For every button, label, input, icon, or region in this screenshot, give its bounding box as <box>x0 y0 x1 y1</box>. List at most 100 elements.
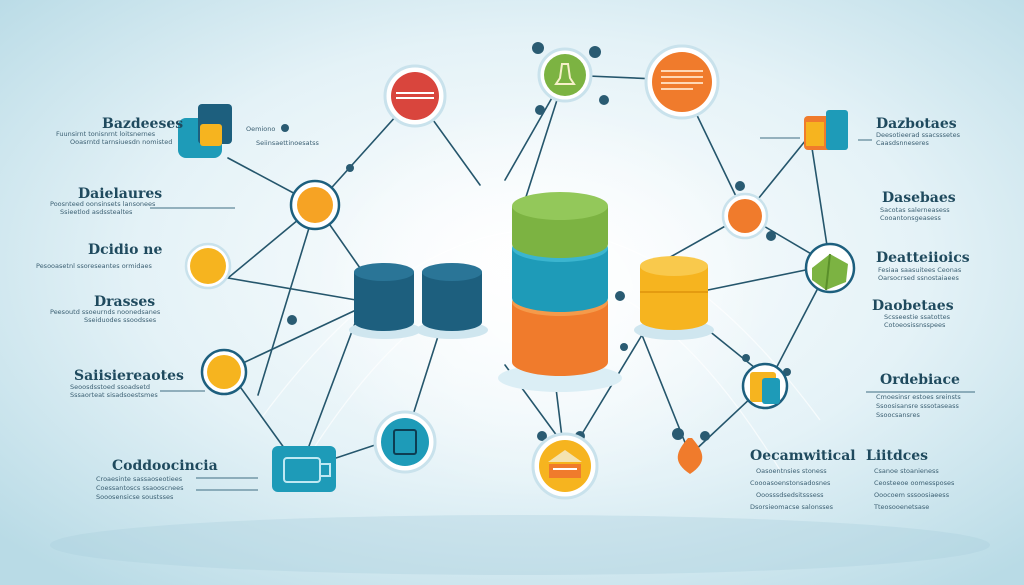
label-title: Saiisiereaotes <box>74 368 184 384</box>
label-line: Sseiduodes ssoodsses <box>84 316 157 324</box>
label-line: Cotoeosissnsspees <box>884 321 946 329</box>
label-line: Cmoesinsr estoes sreinsts <box>876 393 961 401</box>
label-right-3: Deatteiioics Fesiaa saasuitees Ceonas Oa… <box>876 250 970 282</box>
node-db-r1 <box>804 110 848 150</box>
label-title: Dasebaes <box>882 190 956 206</box>
junction-dot <box>742 354 750 362</box>
node-teal-box <box>272 446 336 492</box>
label-line: Tteosooenetsase <box>873 503 929 511</box>
node-db-left <box>178 104 232 158</box>
node-yellow-l3 <box>200 348 248 396</box>
node-teal-bottom <box>373 410 437 474</box>
label-right-5: Ordebiace Cmoesinsr estoes sreinsts Ssoo… <box>866 372 975 419</box>
label-line: Ssieetlod asdsstealtes <box>60 208 133 216</box>
label-line: Ssoocsansres <box>876 411 920 419</box>
left-database-pair-icon <box>349 263 488 339</box>
label-line: Poosnteed oonsinsets lansonees <box>50 200 156 208</box>
label-title: Daielaures <box>78 186 162 202</box>
lines-icon <box>396 92 434 99</box>
document-icon <box>393 429 417 455</box>
label-line: Cooantonsgeasess <box>880 214 942 222</box>
junction-dot <box>537 431 547 441</box>
junction-dot <box>620 343 628 351</box>
label-left-6: Coddoocincia Croaesinte sassaoseotiees C… <box>96 458 258 501</box>
label-left-3: Dcidio ne Pesooasetnl ssoreseantes ormid… <box>36 242 162 270</box>
node-orange-top <box>644 44 720 120</box>
node-green-top <box>537 47 593 103</box>
node-db-r3 <box>741 362 789 410</box>
node-orange-br <box>677 438 703 474</box>
label-line: Seiinsaettinoesatss <box>256 139 320 147</box>
document-icon <box>548 450 582 478</box>
label-line: Fuunsirnt tonisnrnt loitsnernes <box>56 130 156 138</box>
label-line: Ooocoem sssoosiaeess <box>874 491 950 499</box>
label-bottom-2: Liitdces Csanoe stoanieness Ceosteeoe oo… <box>866 448 955 511</box>
lines-icon <box>661 70 703 90</box>
box-icon <box>283 457 321 483</box>
network-nodes <box>178 44 856 500</box>
label-right-1: Dazbotaes Deesotieerad ssacsssetes Caasd… <box>760 116 961 147</box>
label-line: Coessantoscs ssaooscnees <box>96 484 184 492</box>
label-line: Sacotas salerneasess <box>880 206 950 214</box>
node-yellow-l2 <box>184 242 232 290</box>
label-line: Pesooasetnl ssoreseantes ormidaes <box>36 262 152 270</box>
junction-dots <box>281 42 791 441</box>
junction-dot <box>783 368 791 376</box>
node-red-top <box>383 64 447 128</box>
label-line: Ooosssdsedsitsssess <box>756 491 824 499</box>
connection-line <box>299 309 361 471</box>
label-line: Sooosensicse soustsses <box>96 493 174 501</box>
junction-dot <box>766 231 776 241</box>
label-line: Oemiono <box>246 125 275 133</box>
label-line: Ooasrntd tarnsiuesdn nomisted <box>70 138 172 146</box>
junction-dot <box>535 105 545 115</box>
label-line: Ssoosisansre sssotaseass <box>876 402 960 410</box>
label-title: Dcidio ne <box>88 242 162 258</box>
junction-dot <box>281 124 289 132</box>
junction-dot <box>599 95 609 105</box>
label-line: Caasdsnneseres <box>876 139 930 147</box>
label-right-4: Daobetaes Scsseestie ssatottes Cotoeosis… <box>872 298 954 329</box>
label-title: Oecamwitical <box>750 448 856 464</box>
label-left-2: Daielaures Poosnteed oonsinsets lansonee… <box>50 186 235 216</box>
label-line: Oasoentnsies stoness <box>756 467 827 475</box>
central-database-icon <box>498 192 622 392</box>
connection-line <box>227 277 357 301</box>
label-title: Drasses <box>94 294 155 310</box>
floor-shadow <box>50 515 990 575</box>
label-right-2: Dasebaes Sacotas salerneasess Cooantonsg… <box>880 190 956 222</box>
junction-dot <box>615 291 625 301</box>
node-orange-r1 <box>721 192 769 240</box>
label-title: Coddoocincia <box>112 458 218 474</box>
label-left-1: Bazdeeses Fuunsirnt tonisnrnt loitsnerne… <box>56 116 183 146</box>
label-line: Csanoe stoanieness <box>874 467 939 475</box>
label-line: Dsorsieomacse salonsses <box>750 503 834 511</box>
label-title: Liitdces <box>866 448 928 464</box>
label-title: Deatteiioics <box>876 250 970 266</box>
junction-dot <box>672 428 684 440</box>
label-line: Peesoutd ssoeurnds noonedsanes <box>50 308 161 316</box>
junction-dot <box>589 46 601 58</box>
label-title: Bazdeeses <box>102 116 183 132</box>
junction-dot <box>287 315 297 325</box>
junction-dot <box>700 431 710 441</box>
label-line: Croaesinte sassaoseotiees <box>96 475 183 483</box>
junction-dot <box>346 164 354 172</box>
connection-line <box>257 204 317 396</box>
label-line: Deesotieerad ssacsssetes <box>876 131 961 139</box>
label-left-5: Saiisiereaotes Seoosdsstoed ssoadsetd Ss… <box>70 368 205 399</box>
label-line: Ceosteeoe oomessposes <box>874 479 955 487</box>
node-yellow-bottom <box>531 432 599 500</box>
label-title: Ordebiace <box>880 372 960 388</box>
label-line: Sssaorteat sisadsoestsmes <box>70 391 158 399</box>
label-line: Fesiaa saasuitees Ceonas <box>878 266 962 274</box>
label-title: Dazbotaes <box>876 116 957 132</box>
label-left-4: Drasses Peesoutd ssoeurnds noonedsanes S… <box>50 294 161 324</box>
label-line: Coooasoenstonsadosnes <box>750 479 831 487</box>
label-line: Oarsocrsed ssnostaiaees <box>878 274 960 282</box>
node-orange-l1 <box>289 179 341 231</box>
bell-icon <box>554 63 576 85</box>
right-database-icon <box>634 256 714 340</box>
label-title: Daobetaes <box>872 298 954 314</box>
